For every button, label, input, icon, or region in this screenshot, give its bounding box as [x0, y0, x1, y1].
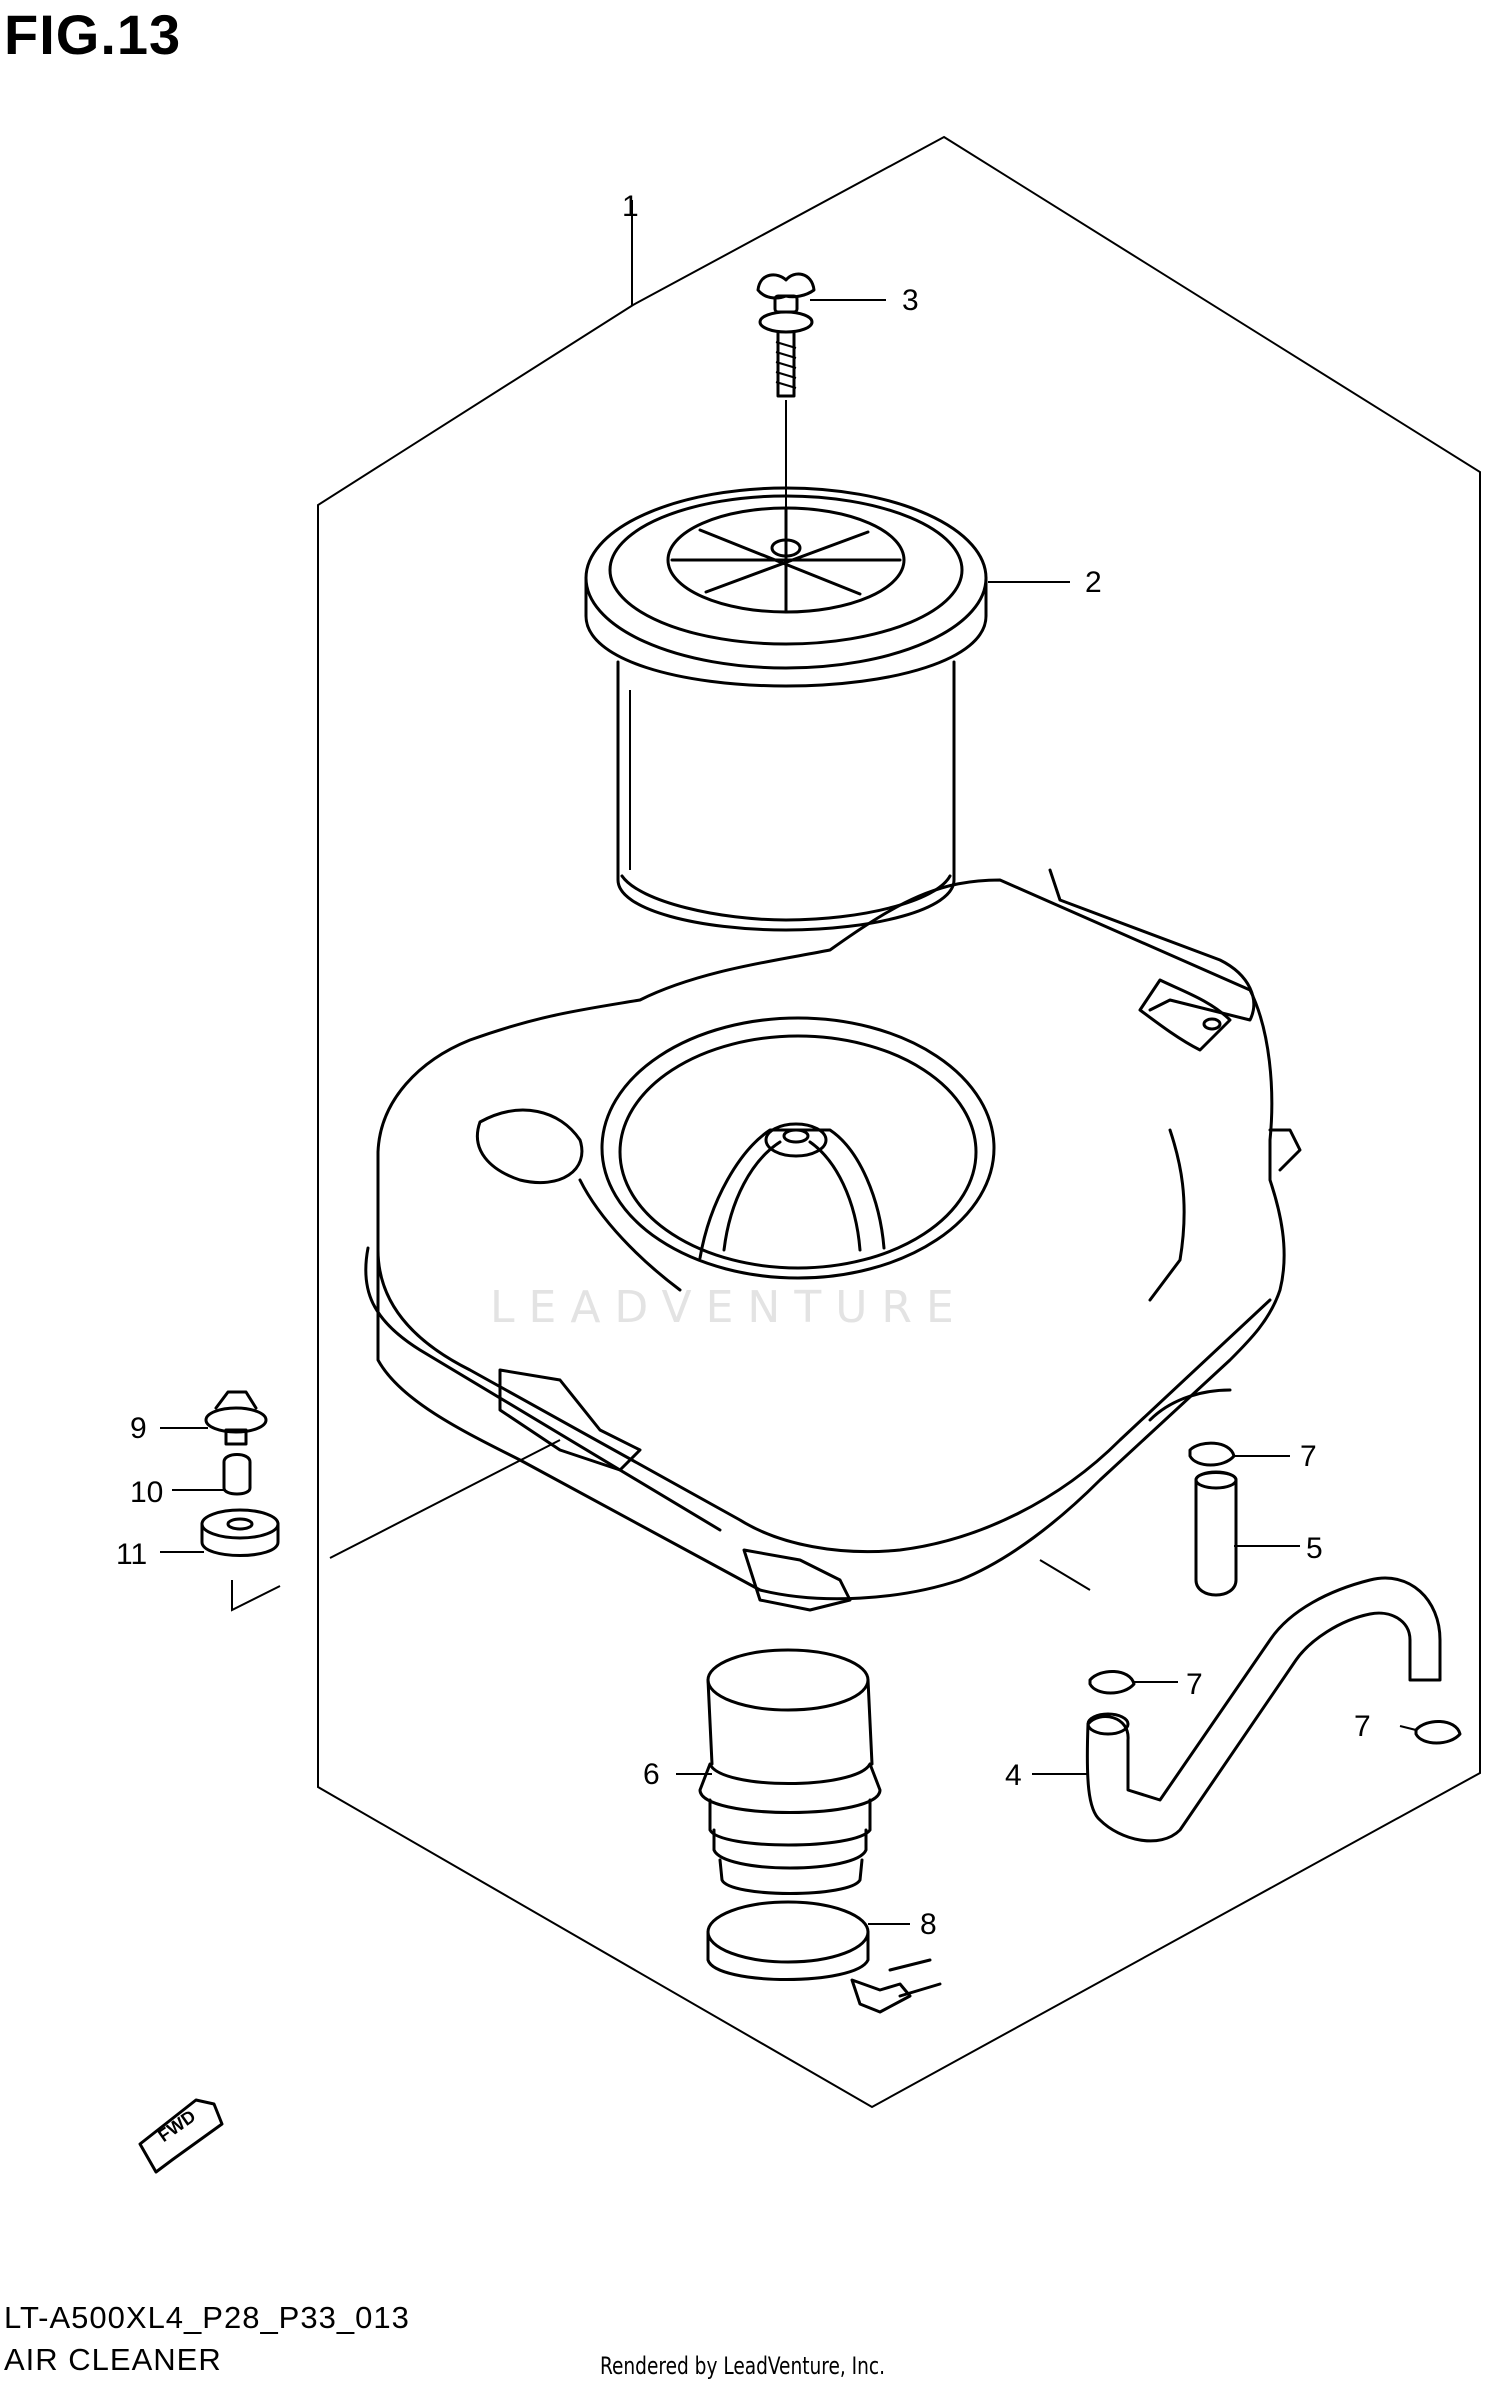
callout-5: 5	[1306, 1532, 1323, 1565]
fwd-label: FWD	[154, 2106, 199, 2146]
callout-3: 3	[902, 284, 919, 317]
filter-element-drawing	[584, 486, 988, 932]
leader-lines	[160, 200, 1417, 1925]
callout-labels: 1 2 3 4 5 6 7 7 7 8 9 10 11	[116, 190, 1371, 1941]
callout-7b: 7	[1186, 1668, 1203, 1701]
callout-1: 1	[622, 190, 639, 223]
callout-2: 2	[1085, 566, 1102, 599]
section-name: AIR CLEANER	[4, 2342, 222, 2377]
callout-6: 6	[643, 1758, 660, 1791]
callout-9: 9	[130, 1412, 147, 1445]
callout-11: 11	[116, 1538, 147, 1571]
watermark-text: LEADVENTURE	[490, 1282, 968, 1333]
forward-arrow-icon: FWD	[138, 2098, 224, 2174]
mount-hardware-drawing	[200, 1390, 281, 1612]
assembly-boundary	[317, 135, 1481, 2109]
drain-hose-drawing	[1085, 1441, 1462, 1843]
callout-7c: 7	[1354, 1710, 1371, 1743]
outlet-tube-drawing	[698, 1648, 882, 1895]
band-clamp-drawing	[706, 1900, 942, 2014]
callout-8: 8	[920, 1908, 937, 1941]
render-credit: Rendered by LeadVenture, Inc.	[600, 2352, 886, 2380]
air-cleaner-case-drawing	[329, 868, 1302, 1612]
model-code: LT-A500XL4_P28_P33_013	[4, 2300, 410, 2335]
callout-10: 10	[130, 1476, 163, 1509]
callout-4: 4	[1005, 1759, 1022, 1792]
figure-title: FIG.13	[4, 3, 182, 66]
callout-7a: 7	[1300, 1440, 1317, 1473]
